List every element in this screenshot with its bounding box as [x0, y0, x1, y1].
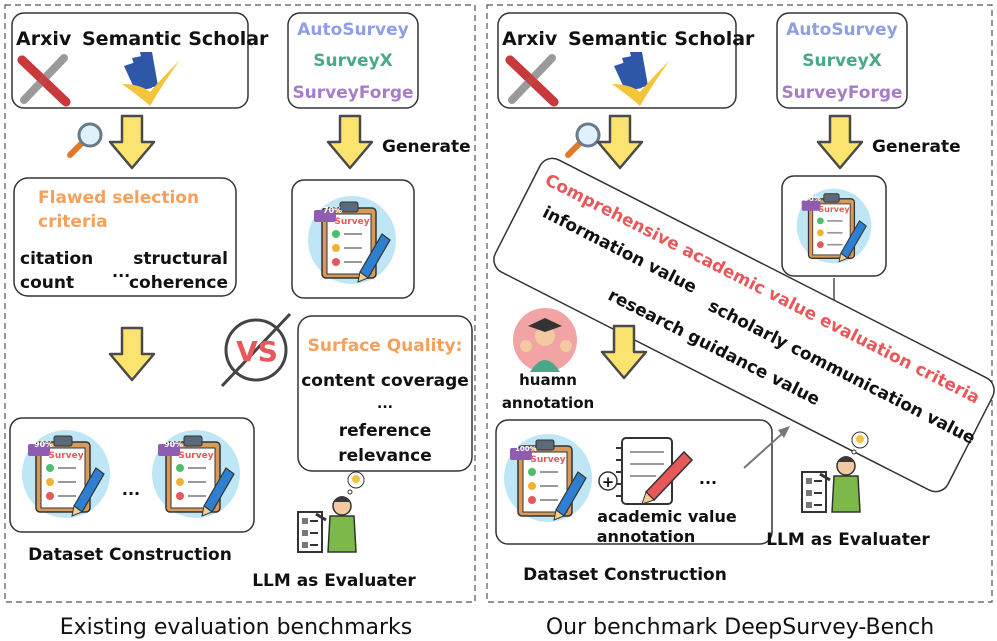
right-dataset-label: Dataset Construction: [523, 565, 727, 585]
left-evaluator-label: LLM as Evaluater: [252, 571, 416, 591]
right-dataset-survey-title: Survey: [530, 455, 565, 465]
dataset-survey-title-2: Survey: [178, 451, 213, 461]
right-surveyx-label: SurveyX: [802, 51, 882, 71]
flawed-ellipsis: ...: [112, 262, 130, 281]
flawed-title-line2: criteria: [38, 212, 108, 232]
semantic-scholar-label: Semantic Scholar: [82, 28, 269, 50]
left-generate-label: Generate: [382, 137, 471, 157]
left-panel-frame: [4, 4, 476, 603]
left-llm-evaluator-icon: [296, 470, 366, 554]
right-semantic-scholar-label: Semantic Scholar: [568, 28, 755, 50]
left-dataset-box: 90% Survey ... 90% Survey: [9, 417, 255, 533]
right-evaluator-label: LLM as Evaluater: [766, 530, 930, 550]
dataset-to-evaluator-arrow: [743, 431, 785, 469]
left-caption: Existing evaluation benchmarks: [60, 615, 412, 640]
vs-badge: VS: [220, 312, 292, 388]
academic-annotation-line1: academic value: [597, 507, 737, 526]
left-arrow-down-2: [108, 326, 156, 382]
structural-coherence-line2: coherence: [129, 273, 228, 293]
dataset-badge-1: 90%: [34, 440, 53, 449]
search-magnifier-icon: [70, 124, 101, 155]
academic-annotation-line2: annotation: [597, 527, 696, 546]
citation-count-line1: citation: [20, 249, 93, 269]
right-autosurvey-label: AutoSurvey: [786, 20, 898, 40]
surveyforge-label: SurveyForge: [292, 83, 413, 103]
notebook-pen-icon: [616, 437, 694, 505]
surveyx-label: SurveyX: [313, 51, 393, 71]
human-label-line1: huamn: [519, 371, 577, 389]
left-generators-box: AutoSurvey SurveyX SurveyForge: [287, 12, 419, 109]
right-survey-badge: 70%: [804, 195, 821, 203]
human-label-line2: annotation: [502, 394, 594, 412]
right-survey-title: Survey: [818, 205, 850, 214]
left-arrow-down-1: [108, 114, 156, 170]
flawed-title-line1: Flawed selection: [38, 188, 199, 208]
reference-relevance-line1: reference: [339, 421, 431, 441]
right-panel-frame: [486, 4, 993, 603]
right-caption: Our benchmark DeepSurvey-Bench: [546, 615, 934, 640]
right-generators-box: AutoSurvey SurveyX SurveyForge: [776, 12, 908, 109]
right-search-magnifier-icon: [568, 124, 599, 155]
left-generate-arrow: [326, 114, 374, 170]
left-dataset-label: Dataset Construction: [28, 545, 232, 565]
plus-sign: +: [602, 473, 615, 491]
surface-ellipsis: ...: [377, 396, 393, 412]
autosurvey-label: AutoSurvey: [297, 20, 409, 40]
right-dataset-badge: 100%: [515, 445, 537, 453]
survey-clipboard-icon: [307, 195, 397, 285]
arxiv-label: Arxiv: [16, 28, 72, 50]
right-dataset-box: 100% Survey + ... academic value annotat…: [495, 419, 773, 546]
left-sources-box: Arxiv Semantic Scholar: [11, 12, 269, 109]
dataset-survey-title-1: Survey: [48, 451, 83, 461]
surface-quality-title: Surface Quality:: [308, 336, 463, 356]
right-llm-evaluator-icon: [800, 430, 870, 514]
right-sources-box: Arxiv Semantic Scholar: [497, 12, 755, 109]
flawed-criteria-box: Flawed selection criteria citation count…: [13, 177, 237, 297]
right-surveyforge-label: SurveyForge: [781, 83, 902, 103]
left-survey-badge: 70%: [323, 206, 342, 215]
dataset-to-evaluator-arrowhead: [778, 426, 790, 438]
right-generate-arrow: [816, 114, 864, 170]
surface-quality-box: Surface Quality: content coverage ... re…: [297, 315, 473, 472]
human-annotator-icon: [513, 308, 577, 372]
citation-count-line2: count: [20, 273, 74, 293]
left-survey-title: Survey: [334, 217, 369, 227]
dataset-ellipsis: ...: [122, 480, 140, 499]
left-generated-survey-box: 70% Survey: [291, 179, 415, 299]
content-coverage-label: content coverage: [301, 371, 469, 391]
reference-relevance-line2: relevance: [338, 446, 432, 466]
right-dataset-ellipsis: ...: [699, 469, 717, 488]
vs-label: VS: [236, 335, 278, 368]
right-generate-label: Generate: [872, 137, 961, 157]
right-generated-survey-box: 70% Survey: [781, 175, 887, 277]
right-arxiv-label: Arxiv: [502, 28, 558, 50]
dataset-badge-2: 90%: [164, 440, 183, 449]
right-arrow-down-1: [596, 114, 644, 170]
structural-coherence-line1: structural: [133, 249, 228, 269]
